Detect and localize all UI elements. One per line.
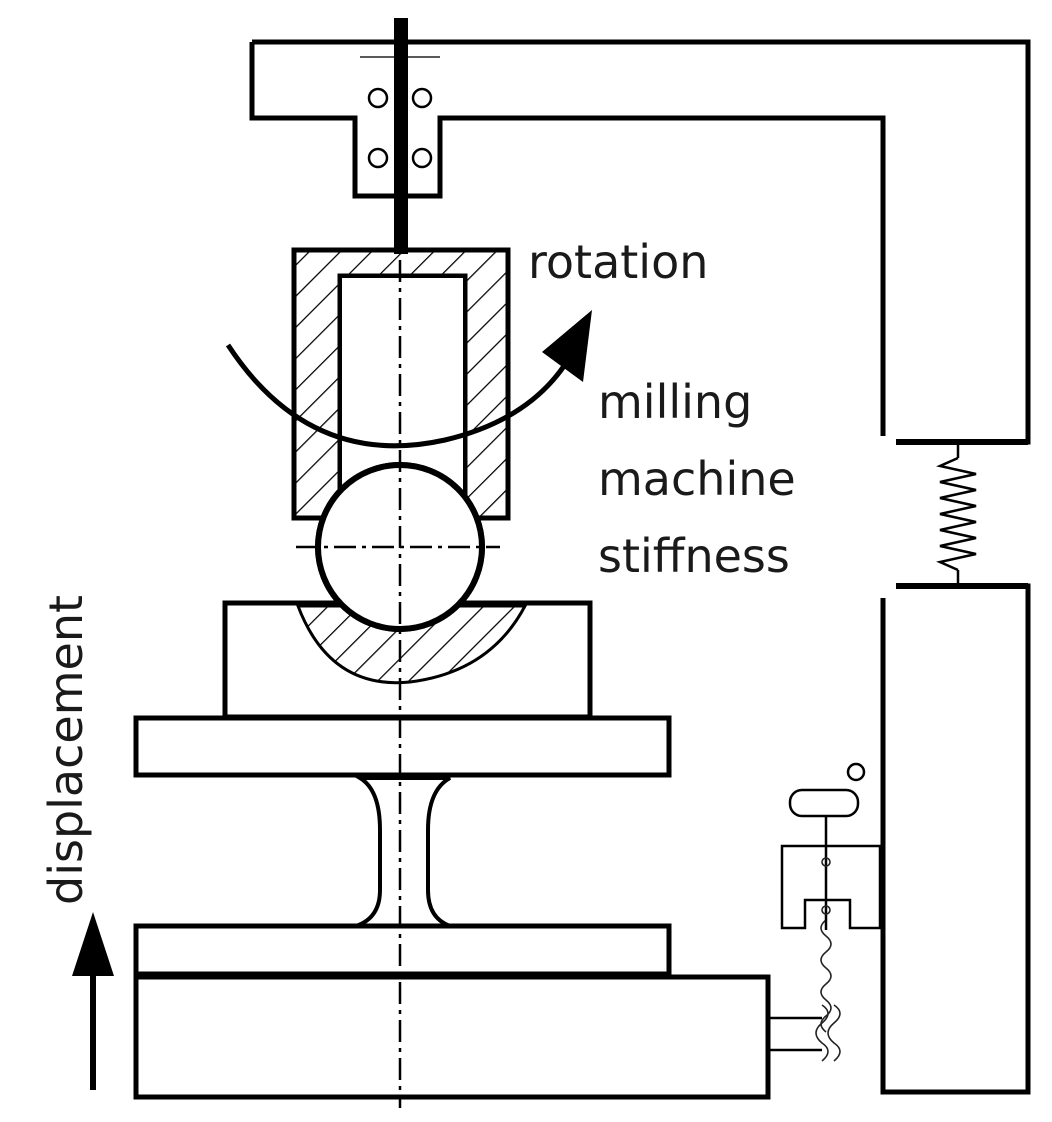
- stiffness-label-line2: machine: [598, 452, 796, 506]
- sensor-linkage: [768, 919, 841, 1062]
- rotation-arrow: [225, 343, 571, 449]
- rotation-arrowhead: [542, 310, 592, 382]
- displacement-sensor: [780, 762, 882, 930]
- rotation-label: rotation: [528, 235, 708, 289]
- upper-plate: [133, 715, 672, 778]
- machine-base: [133, 974, 771, 1100]
- stiffness-label-line1: milling: [598, 375, 752, 429]
- center-lines: [296, 260, 500, 1108]
- stiffness-spring: [896, 439, 1028, 589]
- spindle-shaft: [394, 18, 408, 254]
- machine-frame-lower: [880, 583, 1031, 1095]
- specimen: [352, 776, 452, 928]
- specimen-seat: [222, 462, 593, 720]
- lower-plate: [133, 923, 672, 977]
- displacement-label: displacement: [39, 595, 93, 905]
- displacement-arrow: [72, 912, 114, 1090]
- stiffness-label-line3: stiffness: [598, 529, 790, 583]
